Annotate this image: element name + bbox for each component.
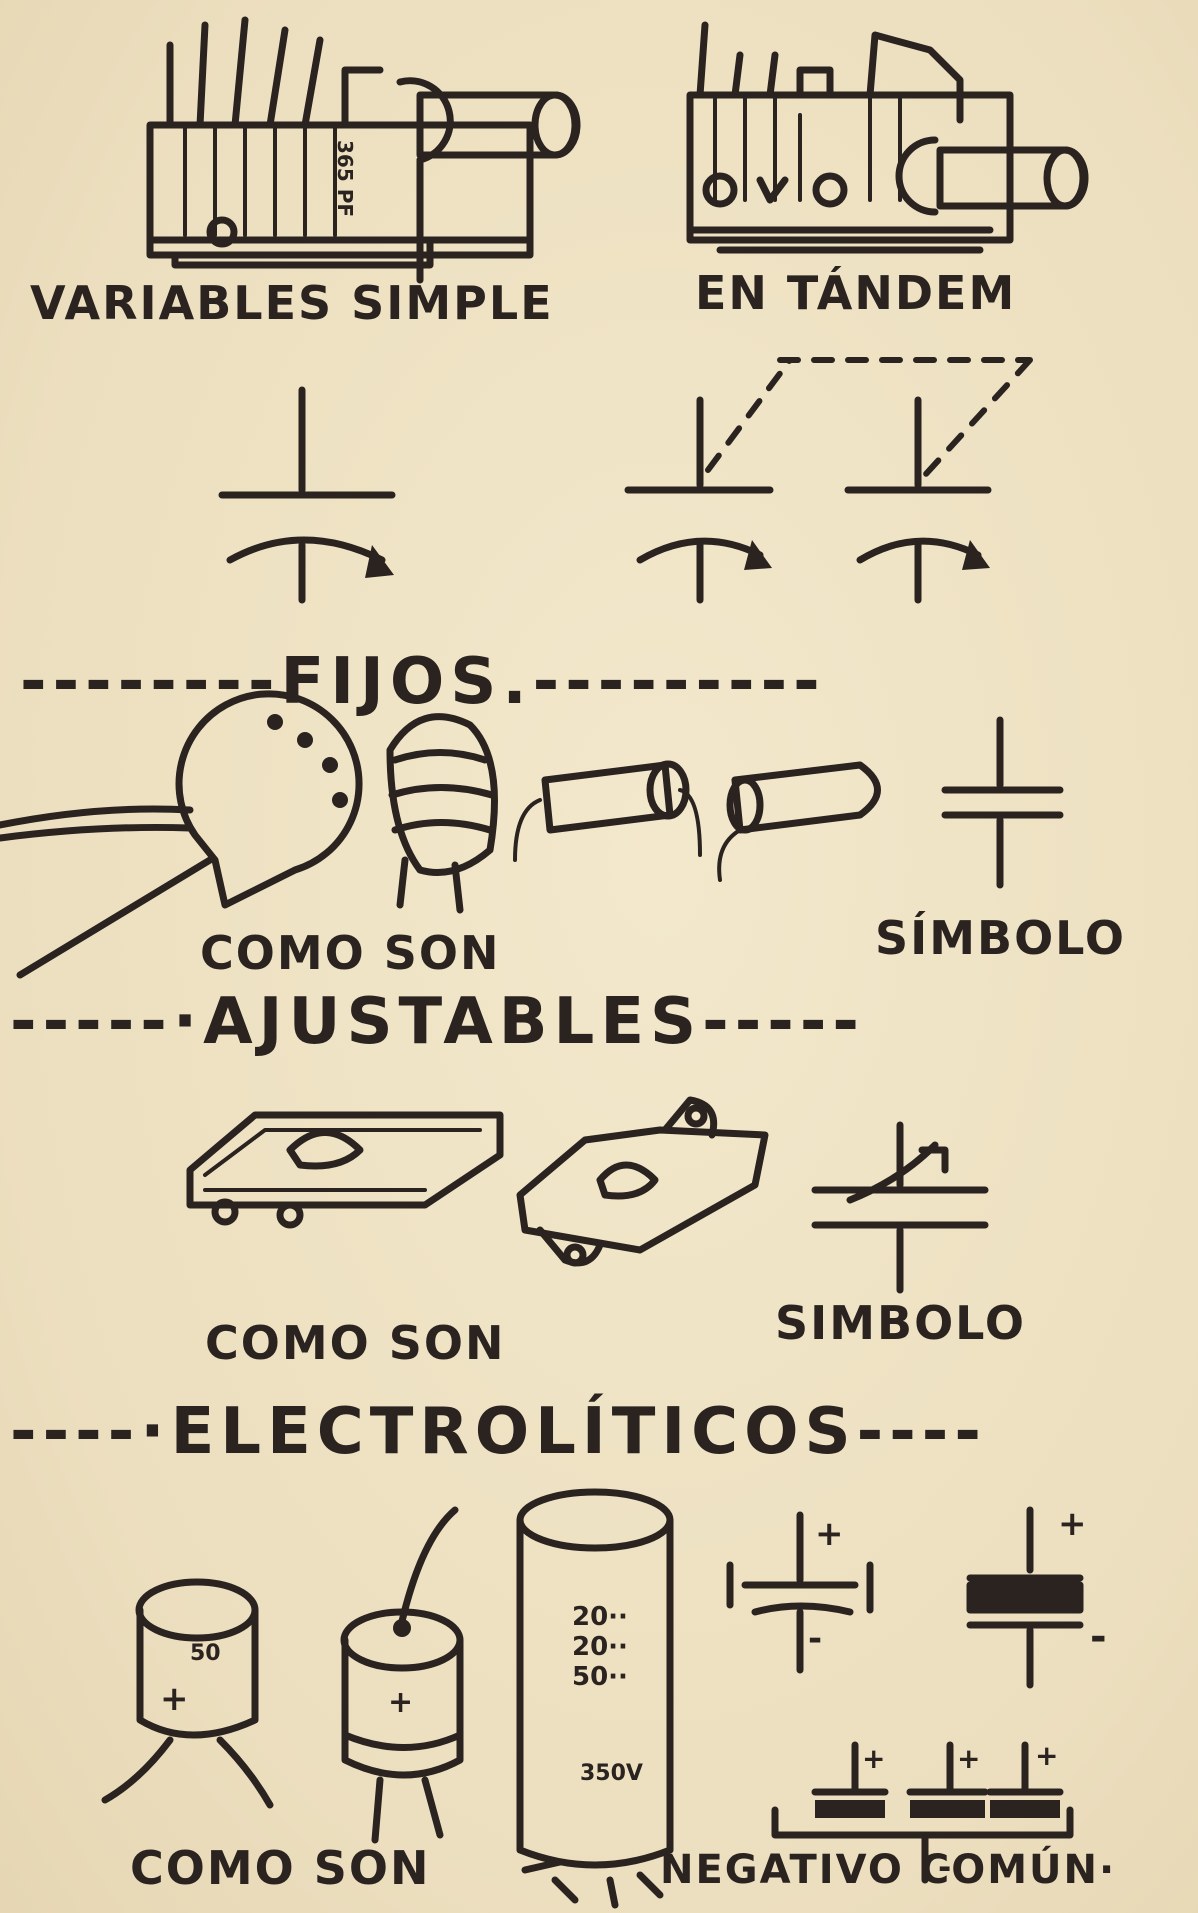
multi-value-3: 50·· <box>572 1662 628 1692</box>
label-variables-simple: VARIABLES SIMPLE <box>30 276 554 330</box>
common-minus: - <box>938 1848 951 1886</box>
sym1-minus: - <box>808 1619 822 1659</box>
trimmer-symbol <box>811 1121 989 1294</box>
fixed-capacitors-drawing <box>0 690 1064 979</box>
sym1-plus: + <box>815 1514 844 1554</box>
trimmer-capacitors-drawing <box>186 1096 769 1267</box>
common-plus-3: + <box>1035 1739 1058 1772</box>
section-ajustables: -----·AJUSTABLES----- <box>10 985 865 1059</box>
electrolytic-symbols: + - + - + + + - <box>726 1504 1107 1886</box>
label-negativo-comun: NEGATIVO COMÚN· <box>660 1847 1117 1893</box>
common-plus-1: + <box>862 1742 885 1775</box>
tandem-symbol <box>624 357 1033 604</box>
sym2-plus: + <box>1058 1504 1087 1544</box>
label-en-tandem: EN TÁNDEM <box>695 266 1017 320</box>
label-fijos-como-son: COMO SON <box>200 926 501 980</box>
variable-capacitor-marking: 365 PF <box>333 140 357 217</box>
label-electro-como-son: COMO SON <box>130 1841 431 1895</box>
multi-voltage: 350V <box>580 1761 643 1786</box>
label-ajustables-simbolo: SIMBOLO <box>775 1296 1026 1350</box>
tubular-plus: + <box>388 1685 413 1720</box>
variable-capacitor-drawing: 365 PF <box>146 16 581 284</box>
multi-value-2: 20·· <box>572 1632 628 1662</box>
electrolytic-capacitors-drawing: 50 + + 20·· 20·· 50·· 350V <box>101 1488 674 1909</box>
sym2-minus: - <box>1090 1614 1107 1660</box>
section-electroliticos: ----·ELECTROLÍTICOS---- <box>10 1395 987 1469</box>
section-fijos: --------FIJOS.--------- <box>20 645 826 719</box>
marking-365pf: 365 PF <box>333 140 357 217</box>
label-fijos-simbolo: SÍMBOLO <box>875 911 1126 965</box>
tandem-capacitor-drawing <box>686 21 1089 254</box>
variable-simple-symbol <box>218 386 396 604</box>
label-ajustables-como-son: COMO SON <box>205 1316 506 1370</box>
multi-value-1: 20·· <box>572 1602 628 1632</box>
common-plus-2: + <box>957 1742 980 1775</box>
small-cap-plus: + <box>160 1679 189 1719</box>
small-cap-marking: 50 <box>190 1641 221 1666</box>
